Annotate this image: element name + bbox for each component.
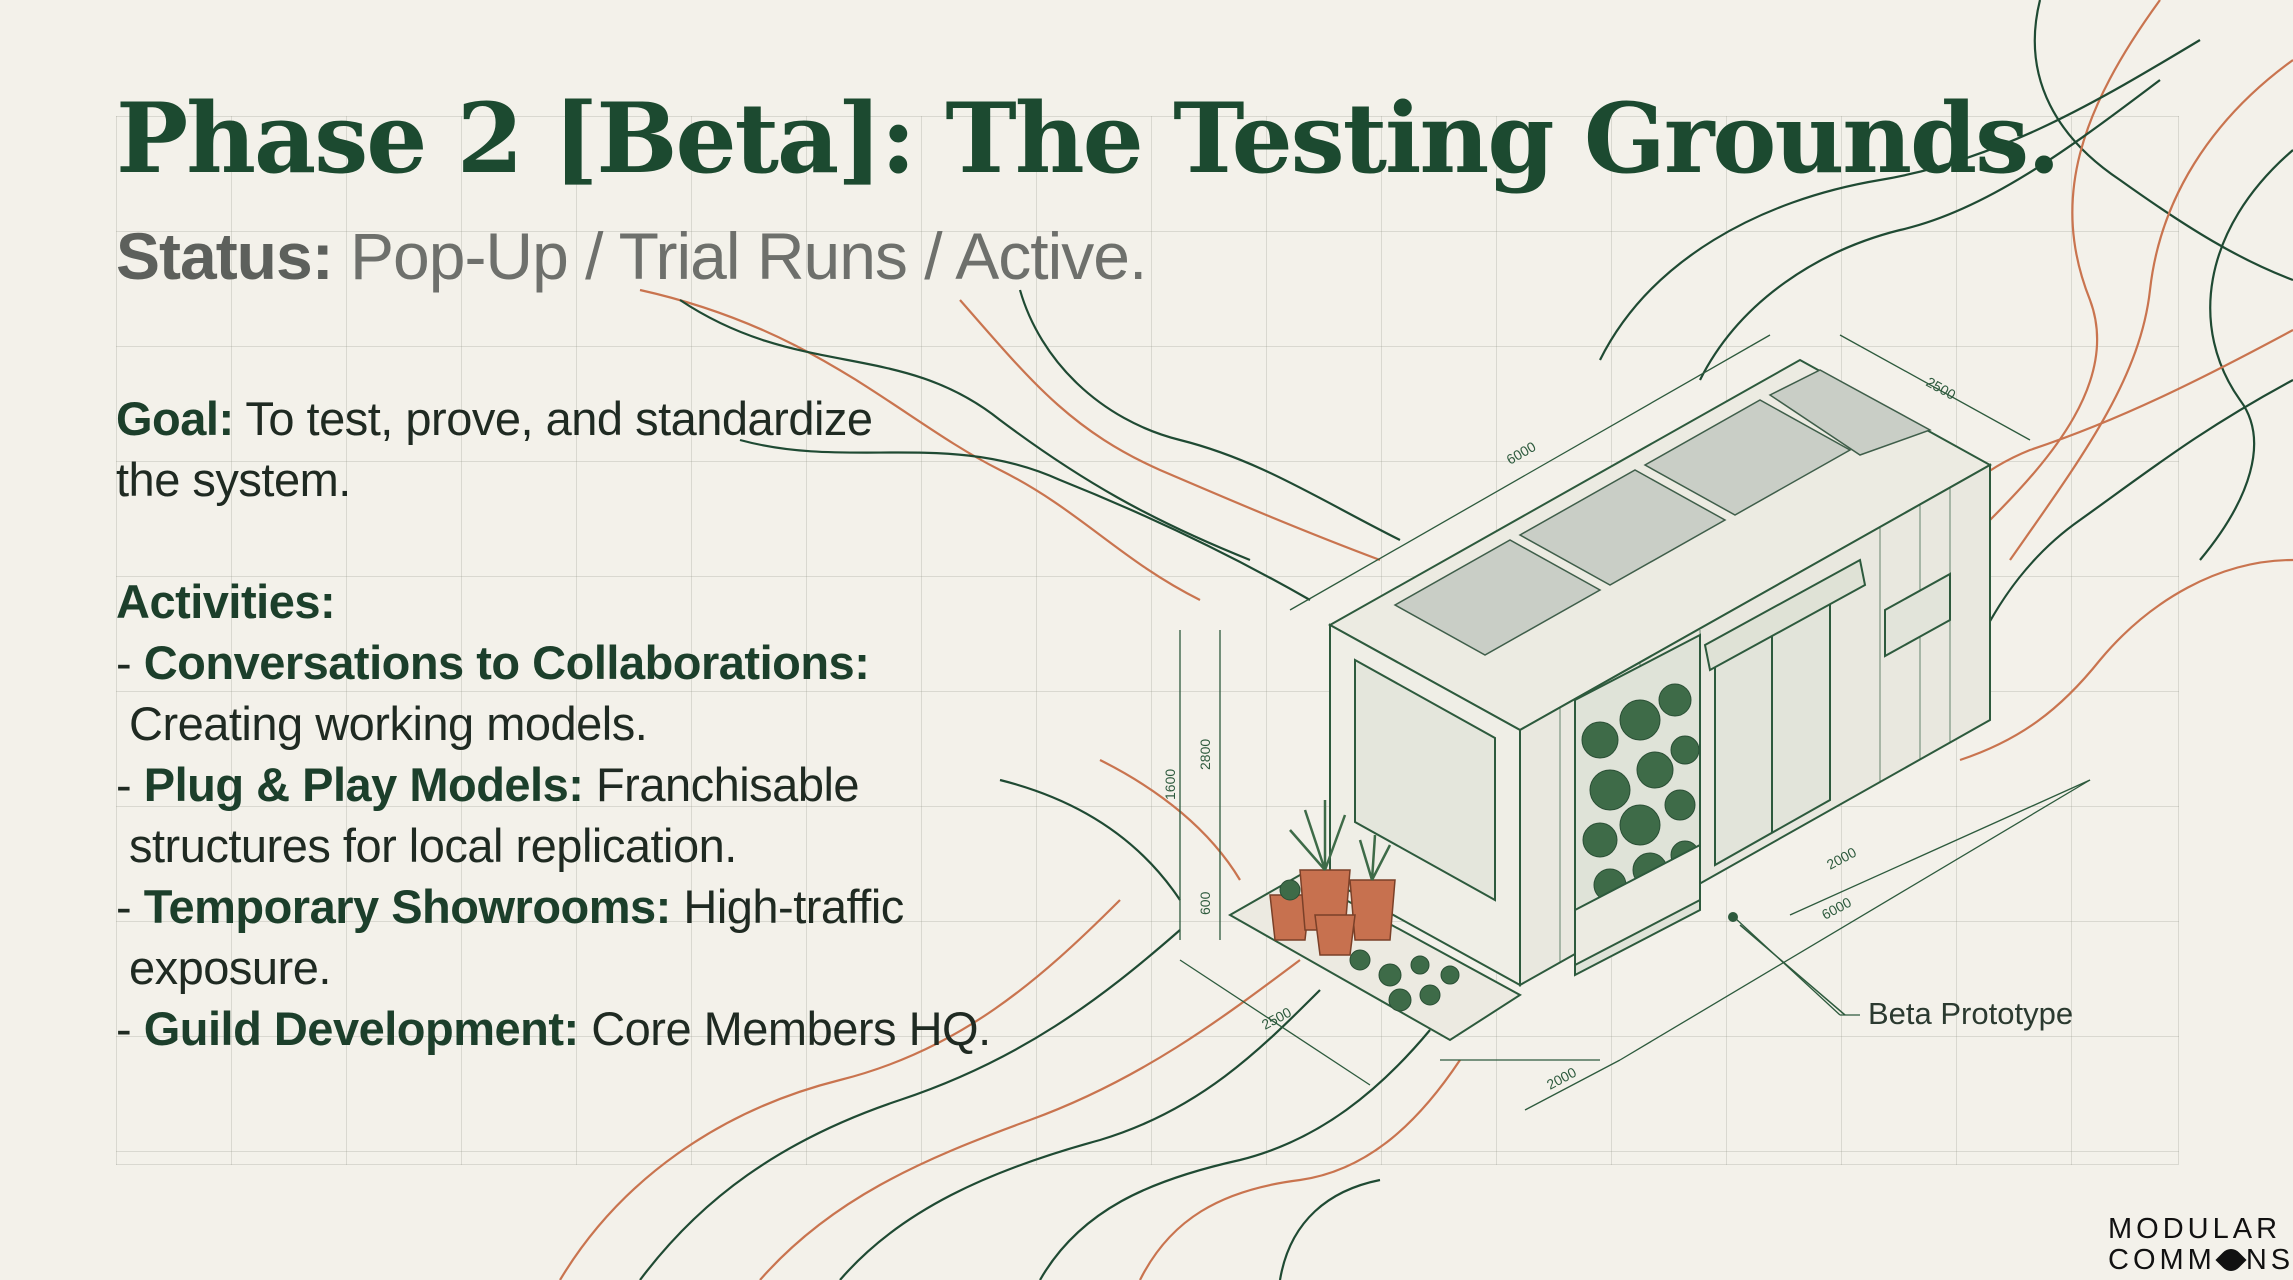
- item-label: Conversations to Collaborations:: [143, 636, 870, 689]
- status-line: Status: Pop-Up / Trial Runs / Active.: [116, 218, 1147, 294]
- activities-heading: Activities:: [116, 571, 1076, 632]
- goal-text: To test, prove, and standardize: [233, 392, 873, 445]
- item-desc: structures for local replication.: [129, 819, 737, 872]
- bullet: -: [116, 1002, 144, 1055]
- logo-part-a: COMM: [2108, 1244, 2216, 1276]
- item-desc: exposure.: [129, 941, 331, 994]
- list-item: - Temporary Showrooms: High-traffic: [116, 876, 1076, 937]
- item-label: Temporary Showrooms:: [143, 880, 672, 933]
- list-item: - Conversations to Collaborations:: [116, 632, 1076, 693]
- list-item: - Guild Development: Core Members HQ.: [116, 998, 1076, 1059]
- item-label: Guild Development:: [143, 1002, 579, 1055]
- goal-label: Goal:: [116, 392, 234, 445]
- goal-line: Goal: To test, prove, and standardize: [116, 388, 1076, 449]
- logo-line-1: MODULAR: [2108, 1213, 2282, 1245]
- svg-text:2800: 2800: [1197, 739, 1213, 770]
- svg-text:1600: 1600: [1162, 769, 1178, 800]
- leaf-icon: [2215, 1244, 2247, 1276]
- goal-line-2: the system.: [116, 453, 351, 506]
- brand-logo: MODULAR COMM NS: [2108, 1214, 2293, 1276]
- bullet: -: [116, 758, 144, 811]
- item-desc-inline: High-traffic: [670, 880, 904, 933]
- bullet: -: [116, 880, 144, 933]
- logo-part-b: NS: [2245, 1244, 2293, 1276]
- logo-line-2: COMM NS: [2108, 1244, 2293, 1276]
- item-desc-inline: Core Members HQ.: [578, 1002, 991, 1055]
- callout-label: Beta Prototype: [1868, 996, 2074, 1031]
- item-desc-inline: Franchisable: [583, 758, 860, 811]
- item-desc: Creating working models.: [129, 697, 648, 750]
- activities-heading-text: Activities:: [116, 575, 336, 628]
- item-label: Plug & Play Models:: [143, 758, 584, 811]
- bullet: -: [116, 636, 144, 689]
- content-body: Goal: To test, prove, and standardize th…: [116, 388, 1076, 1059]
- page-title: Phase 2 [Beta]: The Testing Grounds.: [116, 82, 2061, 195]
- list-item: - Plug & Play Models: Franchisable: [116, 754, 1076, 815]
- status-label: Status:: [116, 219, 334, 293]
- status-value: Pop-Up / Trial Runs / Active.: [332, 219, 1147, 293]
- svg-text:600: 600: [1197, 891, 1213, 915]
